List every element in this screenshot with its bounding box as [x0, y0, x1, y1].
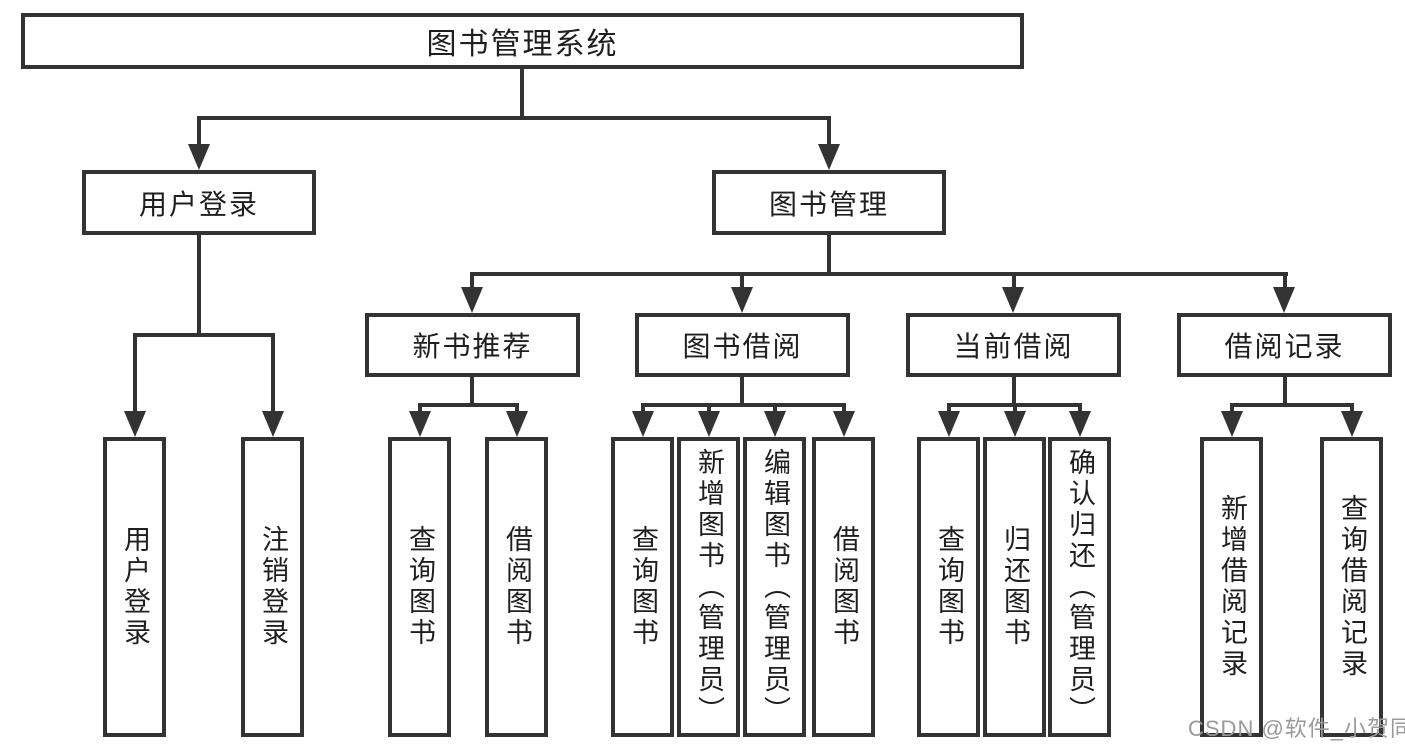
connector-drop-leaf — [1230, 403, 1234, 415]
arrowhead-down-icon — [409, 411, 431, 437]
arrowhead-down-icon — [506, 411, 528, 437]
leaf-borrow-books-label: 借阅图书 — [829, 525, 859, 649]
connector-new-book-branch — [418, 403, 519, 407]
leaf-query-borrow-record: 查询借阅记录 — [1320, 437, 1383, 737]
node-borrow-records: 借阅记录 — [1177, 313, 1392, 377]
leaf-query-borrow-record-label: 查询借阅记录 — [1337, 494, 1367, 680]
leaf-borrow-books-recommend: 借阅图书 — [485, 437, 548, 737]
arrowhead-down-icon — [1069, 411, 1091, 437]
leaf-confirm-return-admin-label: 确认归还（管理员） — [1065, 447, 1095, 727]
connector-drop-leaf — [707, 403, 711, 415]
watermark: CSDN @软件_小贺同学 — [1188, 716, 1405, 741]
connector-drop-leaf — [418, 403, 422, 415]
connector-drop-level3 — [1283, 272, 1287, 290]
connector-drop-leaf — [947, 403, 951, 415]
node-current-borrow-label: 当前借阅 — [953, 331, 1074, 362]
connector-drop-leaf — [515, 403, 519, 415]
arrowhead-down-icon — [1221, 411, 1243, 437]
connector-book-borrow-branch — [641, 403, 846, 407]
leaf-query-books-current-label: 查询图书 — [934, 525, 964, 649]
node-current-borrow: 当前借阅 — [906, 313, 1121, 377]
arrowhead-down-icon — [698, 411, 720, 437]
connector-level2-branch — [197, 116, 831, 120]
connector-borrow-records-branch — [1230, 403, 1354, 407]
node-root: 图书管理系统 — [21, 13, 1024, 69]
leaf-logout: 注销登录 — [241, 437, 304, 737]
arrowhead-down-icon — [1273, 287, 1295, 313]
node-book-management-label: 图书管理 — [768, 188, 889, 220]
leaf-query-books-recommend: 查询图书 — [388, 437, 451, 737]
node-borrow-records-label: 借阅记录 — [1224, 331, 1345, 362]
node-book-borrow-label: 图书借阅 — [682, 331, 803, 362]
leaf-logout-label: 注销登录 — [258, 525, 288, 649]
arrowhead-down-icon — [833, 411, 855, 437]
connector-root-stem — [520, 69, 524, 117]
connector-drop-book-management — [827, 116, 831, 144]
node-book-management: 图书管理 — [712, 170, 946, 235]
node-user-login: 用户登录 — [82, 170, 316, 235]
leaf-query-books-current: 查询图书 — [917, 437, 980, 737]
arrowhead-down-icon — [818, 144, 840, 170]
connector-new-book-stem — [470, 377, 474, 407]
arrowhead-down-icon — [1002, 287, 1024, 313]
connector-drop-level3 — [470, 272, 474, 290]
connector-drop-leaf — [1013, 403, 1017, 415]
connector-book-management-stem — [827, 235, 831, 276]
leaf-query-books-recommend-label: 查询图书 — [405, 525, 435, 649]
leaf-add-borrow-record-label: 新增借阅记录 — [1217, 494, 1247, 680]
node-new-book-recommend: 新书推荐 — [365, 313, 580, 377]
node-root-label: 图书管理系统 — [426, 28, 619, 61]
leaf-borrow-books: 借阅图书 — [812, 437, 875, 737]
arrowhead-down-icon — [188, 144, 210, 170]
connector-drop-level3 — [740, 272, 744, 290]
leaf-borrow-books-recommend-label: 借阅图书 — [502, 525, 532, 649]
leaf-return-books: 归还图书 — [983, 437, 1046, 737]
leaf-add-borrow-record: 新增借阅记录 — [1200, 437, 1263, 737]
arrowhead-down-icon — [1004, 411, 1026, 437]
arrowhead-down-icon — [262, 411, 284, 437]
connector-user-login-stem — [197, 235, 201, 336]
node-book-borrow: 图书借阅 — [635, 313, 850, 377]
connector-current-borrow-stem — [1012, 377, 1016, 407]
node-new-book-recommend-label: 新书推荐 — [412, 331, 533, 362]
arrowhead-down-icon — [632, 411, 654, 437]
leaf-query-books-borrow: 查询图书 — [611, 437, 674, 737]
arrowhead-down-icon — [731, 287, 753, 313]
leaf-user-login-label: 用户登录 — [120, 525, 150, 649]
connector-drop-leaf — [773, 403, 777, 415]
connector-borrow-records-stem — [1283, 377, 1287, 407]
leaf-edit-book-admin: 编辑图书（管理员） — [743, 437, 806, 737]
leaf-add-book-admin: 新增图书（管理员） — [677, 437, 740, 737]
connector-book-borrow-stem — [740, 377, 744, 407]
leaf-edit-book-admin-label: 编辑图书（管理员） — [760, 447, 790, 727]
connector-drop-user-login — [197, 116, 201, 144]
connector-drop-leaf — [271, 333, 275, 413]
leaf-add-book-admin-label: 新增图书（管理员） — [694, 447, 724, 727]
connector-drop-level3 — [1012, 272, 1016, 290]
arrowhead-down-icon — [461, 287, 483, 313]
arrowhead-down-icon — [1341, 411, 1363, 437]
leaf-confirm-return-admin: 确认归还（管理员） — [1048, 437, 1111, 737]
connector-drop-leaf — [842, 403, 846, 415]
arrowhead-down-icon — [938, 411, 960, 437]
leaf-user-login: 用户登录 — [103, 437, 166, 737]
connector-drop-leaf — [641, 403, 645, 415]
node-user-login-label: 用户登录 — [138, 188, 259, 220]
connector-user-login-branch — [133, 333, 275, 337]
leaf-query-books-borrow-label: 查询图书 — [628, 525, 658, 649]
leaf-return-books-label: 归还图书 — [1000, 525, 1030, 649]
arrowhead-down-icon — [124, 411, 146, 437]
connector-drop-leaf — [1078, 403, 1082, 415]
connector-level3-branch — [470, 272, 1288, 276]
connector-drop-leaf — [133, 333, 137, 413]
arrowhead-down-icon — [764, 411, 786, 437]
connector-drop-leaf — [1350, 403, 1354, 415]
